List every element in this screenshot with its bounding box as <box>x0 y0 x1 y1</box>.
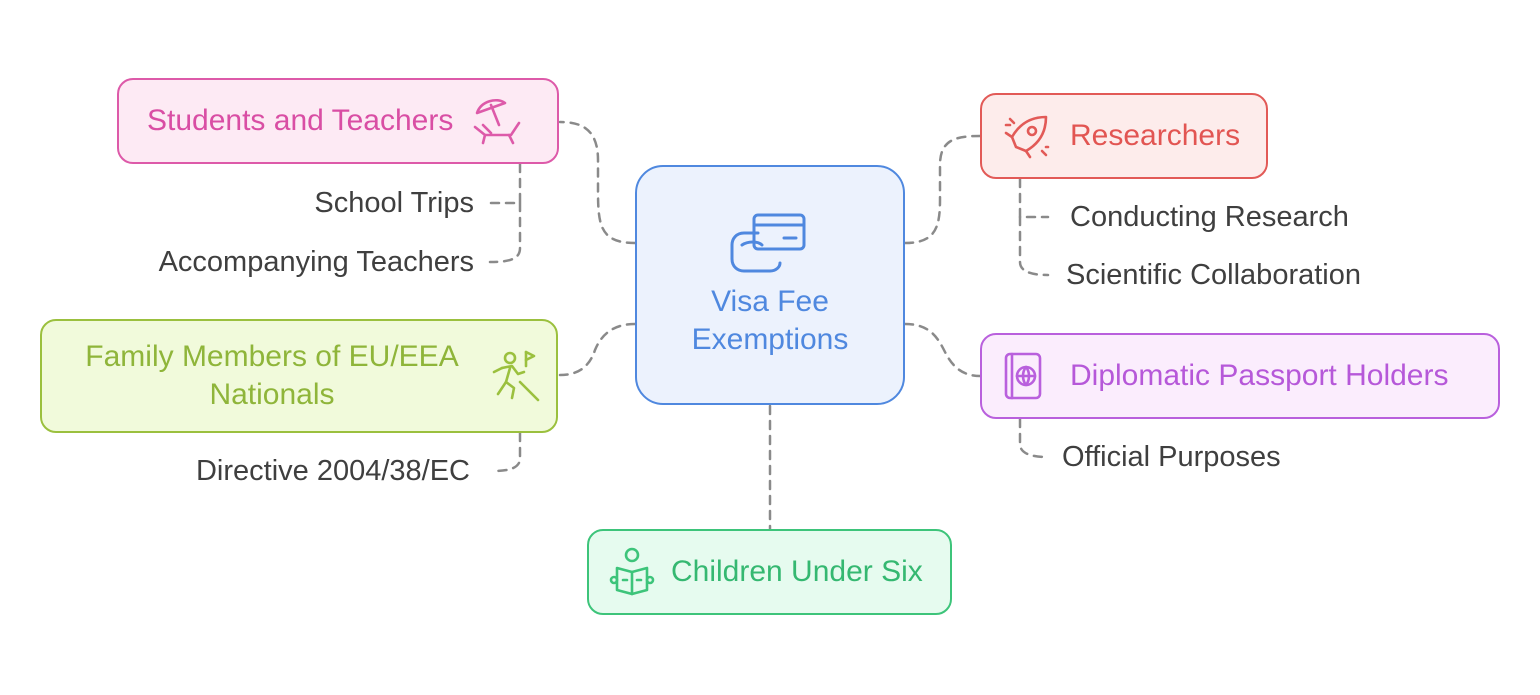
connector-center-diplomatic <box>903 322 982 378</box>
connector-research-conducting <box>1018 177 1050 219</box>
node-children-under-six: Children Under Six <box>587 529 952 615</box>
node-family-members: Family Members of EU/EEA Nationals <box>40 319 558 433</box>
connector-center-students <box>558 120 637 245</box>
rocket-icon <box>1004 115 1050 159</box>
child-reading-icon <box>609 547 655 596</box>
students-item-school-trips: School Trips <box>314 187 474 219</box>
center-title-line1: Visa Fee <box>711 285 829 318</box>
hiker-flag-icon <box>492 350 540 402</box>
researchers-item-scientific-collaboration: Scientific Collaboration <box>1066 259 1361 291</box>
students-label: Students and Teachers <box>147 104 454 137</box>
connector-diplo-official <box>1018 417 1050 459</box>
researchers-label: Researchers <box>1070 119 1241 152</box>
connector-research-collab <box>1018 215 1050 277</box>
connector-family-directive <box>490 431 522 473</box>
connector-center-researchers <box>903 134 982 245</box>
center-title: Visa Fee Exemptions <box>692 283 849 359</box>
node-diplomatic-passport-holders: Diplomatic Passport Holders <box>980 333 1500 419</box>
connector-students-trips <box>488 162 522 205</box>
family-label-line2: Nationals <box>209 378 335 411</box>
connector-center-family <box>558 322 637 377</box>
passport-icon <box>1004 352 1042 400</box>
family-label-line1: Family Members of EU/EEA <box>85 340 459 373</box>
students-item-accompanying-teachers: Accompanying Teachers <box>158 246 474 278</box>
family-label: Family Members of EU/EEA Nationals <box>72 338 472 414</box>
node-researchers: Researchers <box>980 93 1268 179</box>
diplomatic-label: Diplomatic Passport Holders <box>1070 359 1449 392</box>
center-node-visa-fee-exemptions: Visa Fee Exemptions <box>635 165 905 405</box>
connector-students-teachers <box>488 201 522 264</box>
center-title-line2: Exemptions <box>691 323 849 356</box>
payment-card-icon <box>730 213 806 273</box>
children-label: Children Under Six <box>671 555 923 588</box>
family-item-directive: Directive 2004/38/EC <box>195 455 470 487</box>
researchers-item-conducting-research: Conducting Research <box>1070 201 1349 233</box>
lounge-chair-umbrella-icon <box>474 99 521 145</box>
diplomatic-item-official-purposes: Official Purposes <box>1062 441 1281 473</box>
node-students-and-teachers: Students and Teachers <box>117 78 559 164</box>
